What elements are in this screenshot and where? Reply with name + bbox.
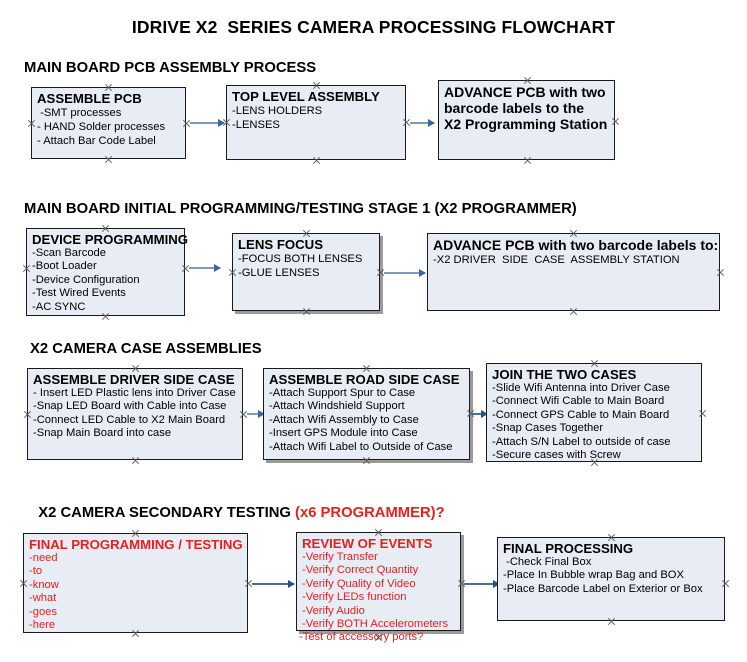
node-line: -Snap Cases Together [492, 422, 604, 435]
section-heading-4-red: (x6 PROGRAMMER)? [295, 505, 445, 521]
node-assemble-pcb[interactable]: ASSEMBLE PCB -SMT processes - HAND Solde… [31, 87, 186, 159]
node-line: -know [29, 578, 59, 591]
arrow-connector [472, 409, 488, 418]
node-advance-pcb-programming-station[interactable]: ADVANCE PCB with two barcode labels to t… [438, 80, 615, 160]
node-assemble-driver-side-case[interactable]: ASSEMBLE DRIVER SIDE CASE - Insert LED P… [27, 368, 243, 460]
node-line: -FOCUS BOTH LENSES [238, 253, 363, 265]
node-review-of-events[interactable]: REVIEW OF EVENTS -Verify Transfer -Verif… [296, 532, 461, 631]
node-line: -LENSES [232, 119, 280, 132]
arrow-connector [247, 409, 265, 418]
node-line: -Boot Loader [32, 260, 97, 273]
node-line: -AC SYNC [32, 300, 86, 313]
node-review-of-events-overflow-line: -Test of accessory ports? [299, 631, 424, 643]
node-line: -Verify BOTH Accelerometers [302, 618, 449, 631]
node-line: -Snap Main Board into case [33, 427, 172, 440]
node-line: - HAND Solder processes [37, 121, 166, 134]
node-device-programming[interactable]: DEVICE PROGRAMMING -Scan Barcode -Boot L… [26, 228, 189, 316]
node-line: -LENS HOLDERS [232, 105, 323, 117]
node-assemble-road-side-case[interactable]: ASSEMBLE ROAD SIDE CASE -Attach Support … [263, 368, 470, 460]
node-line: -Connect Wifi Cable to Main Board [492, 395, 665, 408]
node-final-processing[interactable]: FINAL PROCESSING -Check Final Box -Place… [497, 537, 725, 621]
node-join-the-two-cases[interactable]: JOIN THE TWO CASES -Slide Wifi Antenna i… [486, 363, 702, 462]
node-title: ADVANCE PCB with two barcode labels to: [433, 237, 719, 253]
node-line: -GLUE LENSES [238, 267, 320, 280]
node-line: -Verify Quality of Video [302, 577, 416, 590]
node-title: ASSEMBLE DRIVER SIDE CASE [33, 372, 235, 387]
node-top-level-assembly[interactable]: TOP LEVEL ASSEMBLY -LENS HOLDERS -LENSES [226, 85, 406, 160]
node-title: TOP LEVEL ASSEMBLY [232, 89, 380, 104]
node-line: -SMT processes [37, 107, 122, 119]
node-line: -Slide Wifi Antenna into Driver Case [492, 382, 670, 394]
node-lens-focus[interactable]: LENS FOCUS -FOCUS BOTH LENSES -GLUE LENS… [232, 233, 380, 311]
node-line: -to [29, 565, 43, 578]
node-line: -Attach Windshield Support [269, 400, 405, 413]
arrow-connector [384, 268, 426, 277]
node-line: - Insert LED Plastic lens into Driver Ca… [33, 387, 236, 399]
node-title: ASSEMBLE ROAD SIDE CASE [269, 372, 460, 387]
node-line: -Snap LED Board with Cable into Case [33, 400, 227, 413]
node-line: -Attach S/N Label to outside of case [492, 435, 671, 448]
node-line: -Insert GPS Module into Case [269, 427, 418, 440]
node-line: -Attach Wifi Assembly to Case [269, 413, 419, 426]
node-line: -Place Barcode Label on Exterior or Box [503, 582, 703, 595]
node-line: - Attach Bar Code Label [37, 135, 156, 148]
arrow-connector [252, 579, 295, 588]
arrow-connector [464, 579, 500, 588]
section-heading-2: MAIN BOARD INITIAL PROGRAMMING/TESTING S… [24, 201, 577, 217]
node-line: -here [29, 619, 56, 632]
node-line: -Check Final Box [503, 556, 592, 568]
node-line: -Attach Wifi Label to Outside of Case [269, 440, 453, 453]
section-heading-1: MAIN BOARD PCB ASSEMBLY PROCESS [24, 60, 317, 76]
node-line: -Connect LED Cable to X2 Main Board [33, 413, 226, 426]
arrow-connector [189, 263, 221, 272]
node-title: LENS FOCUS [238, 237, 323, 252]
section-heading-4-text: X2 CAMERA SECONDARY TESTING [38, 505, 296, 521]
arrow-connector [410, 118, 435, 127]
node-line: -what [29, 592, 57, 605]
section-heading-3: X2 CAMERA CASE ASSEMBLIES [30, 341, 262, 357]
node-advance-pcb-driver-side-case[interactable]: ADVANCE PCB with two barcode labels to: … [427, 233, 720, 311]
node-line: -Verify Audio [302, 604, 365, 617]
node-line: -Connect GPS Cable to Main Board [492, 408, 670, 421]
node-title: FINAL PROCESSING [503, 541, 634, 556]
node-line: -Scan Barcode [32, 247, 107, 259]
node-line: -Test Wired Events [32, 287, 126, 300]
node-title: FINAL PROGRAMMING / TESTING [29, 537, 243, 552]
node-line: -need [29, 552, 58, 564]
arrow-connector [190, 118, 225, 127]
node-line: -goes [29, 605, 57, 618]
node-title: JOIN THE TWO CASES [492, 367, 637, 382]
node-final-programming-testing[interactable]: FINAL PROGRAMMING / TESTING -need -to -k… [23, 533, 248, 633]
node-line: -Verify Correct Quantity [302, 564, 419, 577]
node-title: ASSEMBLE PCB [37, 91, 142, 106]
page-title: IDRIVE X2 SERIES CAMERA PROCESSING FLOWC… [131, 17, 616, 37]
node-title: REVIEW OF EVENTS [302, 536, 433, 551]
node-title: ADVANCE PCB with two barcode labels to t… [444, 84, 608, 132]
node-line: -Verify Transfer [302, 551, 378, 563]
node-line: -Place In Bubble wrap Bag and BOX [503, 569, 684, 582]
node-title: DEVICE PROGRAMMING [32, 232, 189, 247]
node-line: -Attach Support Spur to Case [269, 387, 416, 399]
section-heading-4: X2 CAMERA SECONDARY TESTING (x6 PROGRAMM… [30, 489, 445, 521]
node-line: -Verify LEDs function [302, 591, 407, 604]
node-line: -Secure cases with Screw [492, 449, 621, 462]
node-line: -Device Configuration [32, 273, 140, 286]
node-line: -X2 DRIVER SIDE CASE ASSEMBLY STATION [433, 254, 680, 266]
